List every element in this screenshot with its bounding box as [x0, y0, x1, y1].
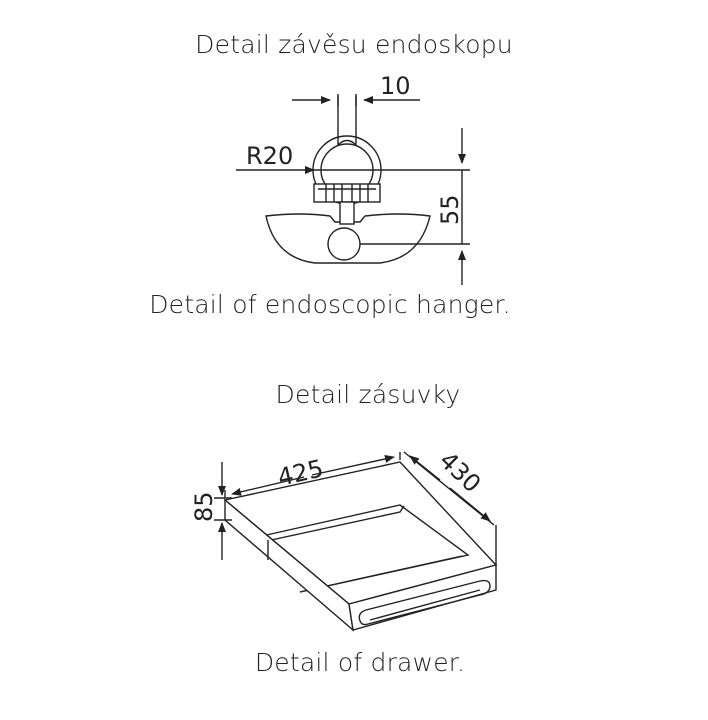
- drawer-handle: [358, 579, 491, 626]
- hanger-caption: Detail of endoscopic hanger.: [149, 290, 511, 319]
- hanger-mount-bowl: [265, 213, 431, 264]
- drawer-dim-height: 85: [190, 491, 218, 522]
- drawer-dim-depth: 430: [434, 446, 486, 498]
- hanger-dim-radius: R20: [246, 142, 293, 170]
- drawer-title: Detail zásuvky: [275, 380, 461, 409]
- hanger-dim-width: 10: [380, 72, 411, 100]
- drawer-front-panel: [348, 564, 497, 631]
- drawer-caption: Detail of drawer.: [254, 648, 466, 677]
- hanger-title: Detail závěsu endoskopu: [195, 30, 513, 59]
- hanger-dim-height: 55: [436, 194, 464, 225]
